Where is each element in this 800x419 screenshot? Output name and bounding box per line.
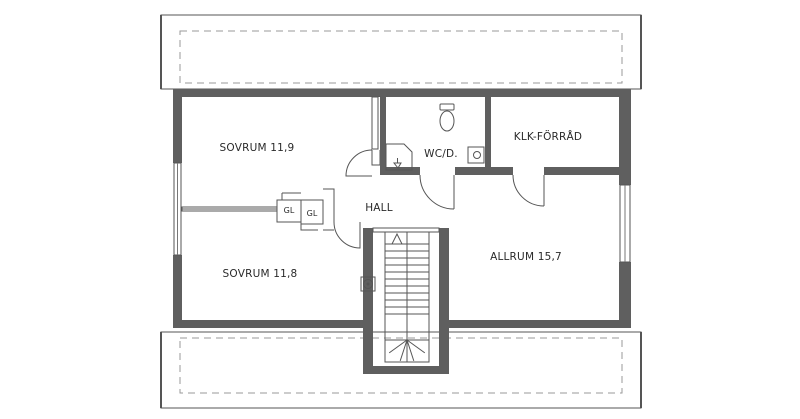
stair-treads: [384, 231, 430, 363]
stair-winder: [399, 339, 408, 362]
room-wc-label: WC/D.: [424, 148, 458, 160]
drain-icon: [360, 276, 376, 292]
stair-winder: [406, 339, 415, 362]
door-wc: [419, 174, 455, 210]
wc-walls: [380, 97, 619, 175]
door-bedroom-2: [333, 221, 361, 249]
stair-winder: [406, 339, 426, 354]
toilet-icon: [439, 103, 455, 132]
stair-arrow-icon: [391, 232, 403, 245]
dormer-top: [160, 14, 642, 90]
shower-icon: [385, 143, 413, 171]
outer-walls: [173, 89, 631, 328]
stair-winder: [388, 339, 408, 354]
room-closet-label: KLK-FÖRRÅD: [514, 130, 582, 143]
shaft-1-label: GL: [284, 206, 295, 215]
sink-icon: [467, 146, 485, 164]
room-family-room-label: ALLRUM 15,7: [490, 251, 562, 263]
window-left: [173, 162, 182, 256]
dormer-bottom: [160, 331, 642, 409]
room-bedroom-2-label: SOVRUM 11,8: [223, 268, 298, 280]
bedroom-partition: [181, 206, 278, 212]
shaft-2-label: GL: [307, 209, 318, 218]
door-bedroom-1: [345, 149, 373, 177]
stair-well: [363, 227, 449, 374]
shaft-group: [276, 192, 324, 231]
room-hall-label: HALL: [365, 202, 393, 214]
room-bedroom-1-label: SOVRUM 11,9: [220, 142, 295, 154]
door-closet: [512, 174, 545, 207]
window-right: [619, 184, 631, 263]
